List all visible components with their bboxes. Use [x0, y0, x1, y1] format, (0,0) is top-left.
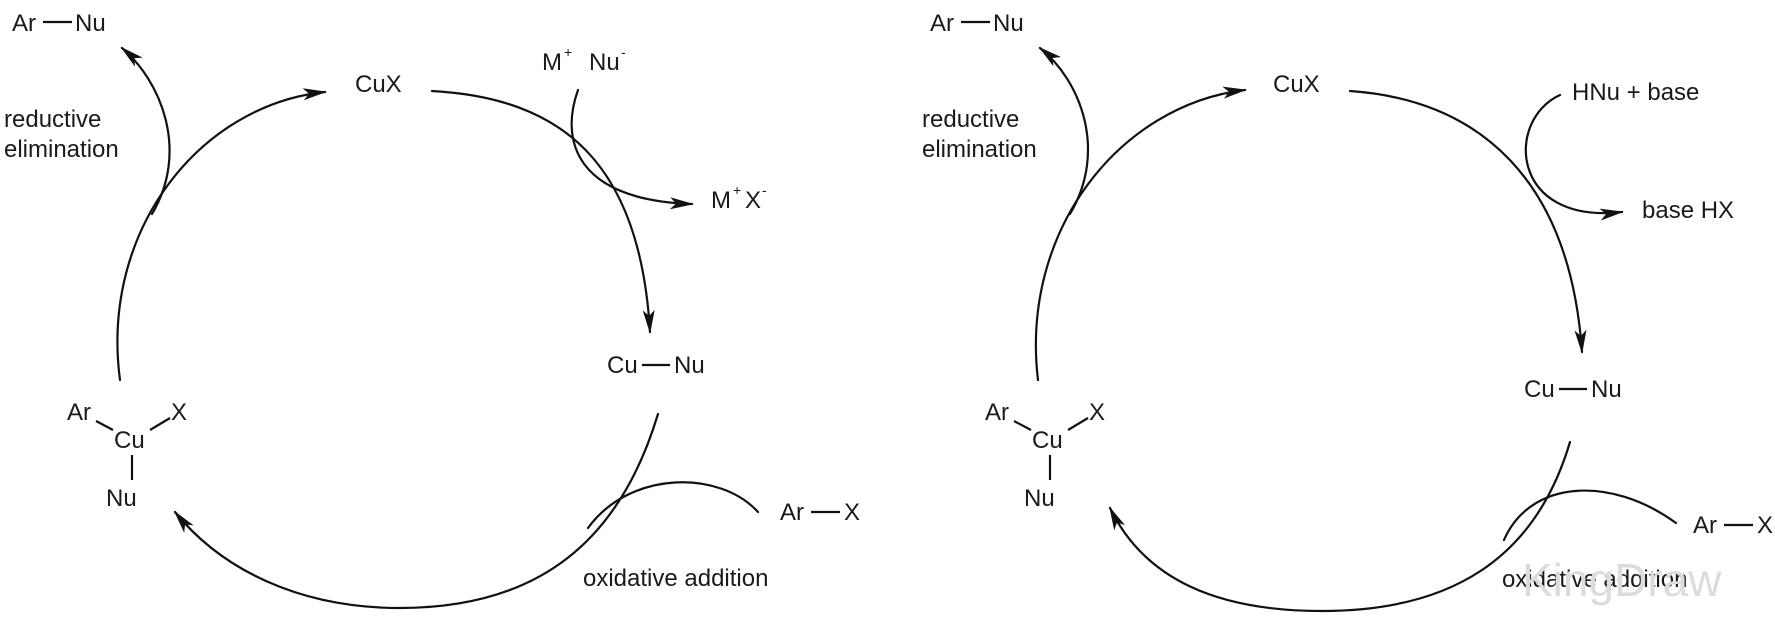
left-product-nu: Nu: [75, 10, 106, 37]
left-arx-ar: Ar: [780, 499, 804, 526]
right-byproduct-label: base HX: [1642, 197, 1734, 224]
right-complex-ar: Ar: [985, 399, 1009, 426]
arc-cux-to-cunu: [1348, 89, 1587, 354]
right-complex-nu: Nu: [1024, 485, 1055, 512]
left-reagent-m: M: [542, 49, 562, 76]
left-cux-label: CuX: [355, 71, 402, 98]
right-arx-ar: Ar: [1693, 512, 1717, 539]
right-cux-label: CuX: [1273, 71, 1320, 98]
arrow-reagent-in: [570, 88, 694, 210]
left-product-ar: Ar: [12, 10, 36, 37]
left-oxidative-addition-label: oxidative addition: [583, 565, 768, 592]
right-complex-cu: Cu: [1032, 427, 1063, 454]
right-oxidative-addition-label: oxidative addition: [1502, 566, 1687, 593]
left-complex-ar: Ar: [67, 399, 91, 426]
left-complex-cu: Cu: [114, 427, 145, 454]
right-product-nu: Nu: [993, 10, 1024, 37]
arrow-arx-in: [586, 481, 760, 530]
right-cycle: CuX HNu + base base HX Cu Nu Ar X oxidat…: [922, 10, 1773, 613]
right-complex-x: X: [1089, 399, 1105, 426]
left-complex-bond-x: [149, 417, 171, 431]
left-reagent-plus: +: [564, 44, 572, 60]
right-reductive-line1: reductive: [922, 106, 1019, 133]
right-cunu-cu: Cu: [1524, 376, 1555, 403]
arc-cux-to-cunu: [430, 89, 655, 334]
left-cycle: CuX M + Nu - M + X - Cu Nu Ar X oxidativ…: [4, 10, 860, 610]
arc-complex-to-cux: [1034, 86, 1247, 382]
left-arx-x: X: [844, 499, 860, 526]
right-reagent-label: HNu + base: [1572, 79, 1699, 106]
left-cunu-cu: Cu: [607, 352, 638, 379]
left-reagent-nu: Nu: [589, 49, 620, 76]
left-byproduct-m: M: [711, 187, 731, 214]
left-reductive-line2: elimination: [4, 136, 119, 163]
right-arx-x: X: [1757, 512, 1773, 539]
arc-complex-to-cux: [116, 88, 327, 382]
left-reductive-line1: reductive: [4, 106, 101, 133]
left-reagent-minus: -: [621, 44, 626, 60]
left-byproduct-x: X: [745, 187, 761, 214]
arrow-product-out: [120, 46, 171, 216]
left-byproduct-minus: -: [762, 182, 767, 198]
right-product-ar: Ar: [930, 10, 954, 37]
left-complex-x: X: [171, 399, 187, 426]
arc-cunu-to-complex: [173, 412, 660, 610]
arrow-arx-in: [1502, 489, 1678, 542]
left-complex-nu: Nu: [106, 485, 137, 512]
arc-cunu-to-complex: [1108, 440, 1572, 613]
right-complex-bond-x: [1067, 417, 1089, 431]
watermark-logo: KingDraw: [1522, 554, 1722, 606]
right-complex-bond-ar: [1013, 420, 1032, 431]
left-byproduct-plus: +: [733, 182, 741, 198]
arrow-reagent-in: [1524, 93, 1624, 221]
arrow-product-out: [1038, 46, 1090, 216]
left-cunu-nu: Nu: [674, 352, 705, 379]
right-reductive-line2: elimination: [922, 136, 1037, 163]
right-cunu-nu: Nu: [1591, 376, 1622, 403]
left-complex-bond-ar: [95, 420, 114, 431]
